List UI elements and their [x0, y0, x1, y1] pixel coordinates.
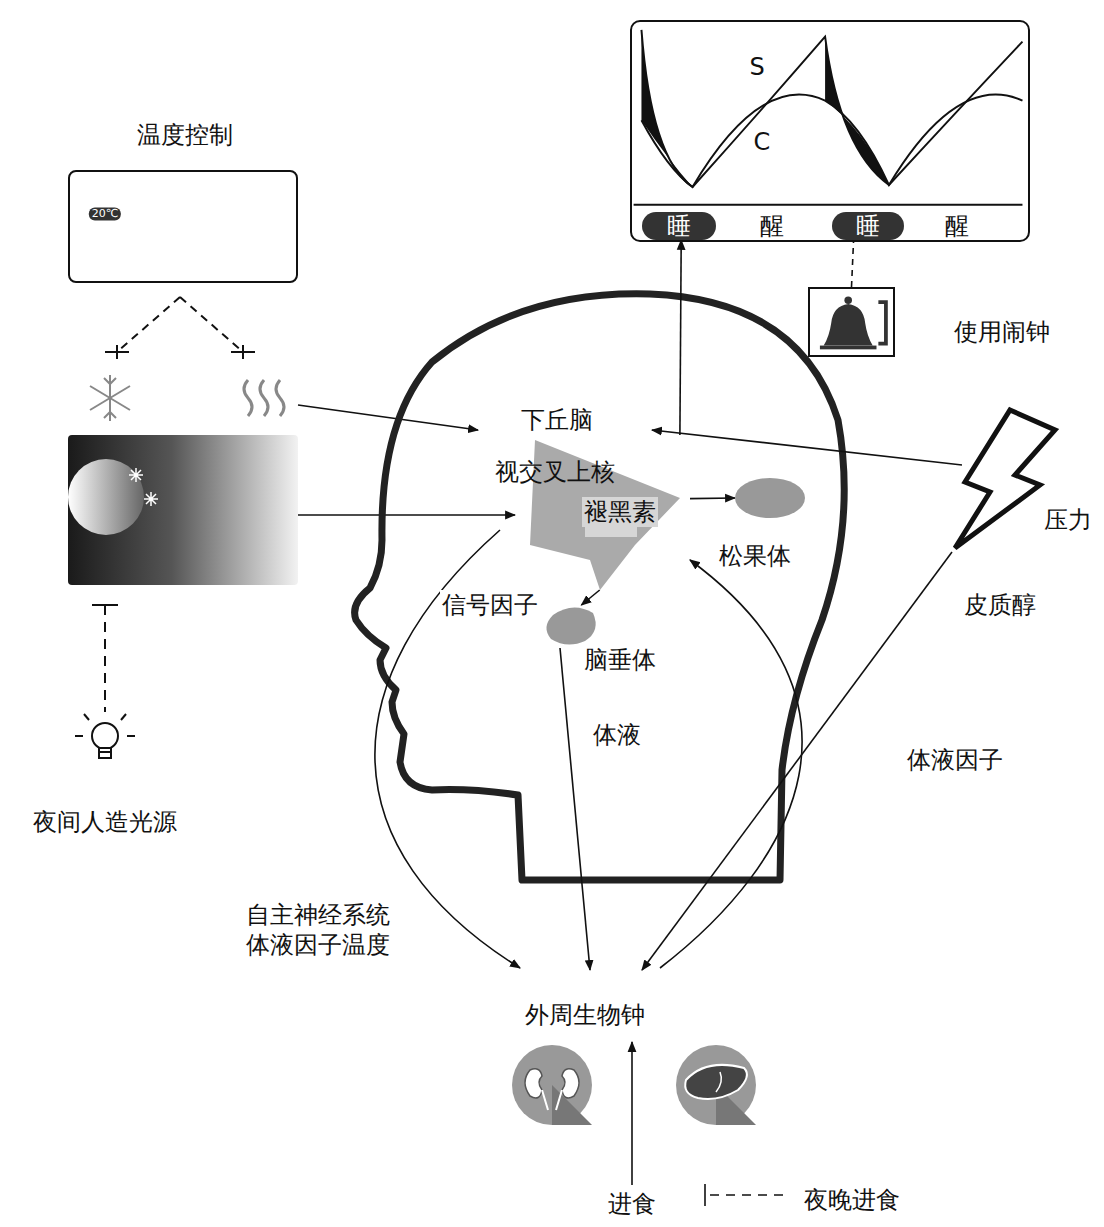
liver-icon: [676, 1045, 756, 1125]
text-label: 下丘脑: [519, 405, 595, 435]
sleep-band: 睡: [642, 212, 716, 240]
control-lines: [105, 297, 255, 359]
text-label: 体液因子: [905, 745, 1005, 775]
curve-label: S: [749, 53, 764, 82]
pituitary-gland: 脑垂体: [545, 605, 597, 645]
text-label: 夜晚进食: [802, 1185, 902, 1215]
connector: [680, 240, 681, 435]
connector: [852, 240, 854, 287]
sleep-chart-shape: [632, 22, 1028, 240]
pituitary-gland-shape: [545, 605, 597, 645]
light-bulb: [75, 605, 135, 758]
band-label: 睡: [667, 212, 691, 241]
structure-name: 松果体: [719, 542, 791, 571]
temperature-reading: 20℃: [89, 207, 121, 220]
text-label: 自主神经系统 体液因子温度: [241, 900, 395, 960]
text-label: 进食: [606, 1189, 658, 1219]
text-label: 皮质醇: [962, 590, 1038, 620]
structure-name: 视交叉上核: [495, 458, 615, 487]
wake-band: 醒: [747, 212, 797, 240]
edge-label: 褪黑素: [582, 497, 658, 527]
structure-name: 脑垂体: [584, 646, 656, 675]
text-label: 外周生物钟: [523, 1000, 647, 1030]
snowflake: [90, 375, 130, 421]
pineal-outline: [735, 478, 805, 518]
bell: [824, 304, 873, 345]
band-label: 醒: [945, 212, 969, 241]
s-curve: [641, 30, 1022, 187]
stress-lightning: [955, 410, 1055, 548]
wake-band: 醒: [932, 212, 982, 240]
box-caption: 使用闹钟: [954, 318, 1050, 347]
band-divider: [634, 204, 1023, 206]
connector: [690, 497, 735, 499]
input-arrows: [298, 405, 515, 515]
text-label: 压力: [1042, 505, 1094, 535]
band-label: 睡: [856, 212, 880, 241]
sleep-band: 睡: [832, 212, 904, 240]
text-label: 夜间人造光源: [31, 807, 179, 837]
heat-waves: [244, 380, 284, 416]
c-curve: [641, 95, 1022, 187]
stars: [129, 468, 158, 506]
connector: [581, 590, 599, 605]
bell-base: [820, 346, 877, 350]
handset: [878, 302, 886, 343]
bell-top: [844, 297, 852, 305]
sleep-fill: [641, 30, 692, 187]
band-label: 醒: [760, 212, 784, 241]
body-arrows: [375, 430, 962, 1206]
moon: [68, 459, 144, 535]
alarm-box-shape: [810, 289, 893, 355]
sleep-fill: [825, 37, 889, 185]
pineal-gland: 松果体: [735, 478, 805, 518]
pituitary-outline: [546, 607, 595, 644]
pineal-gland-shape: [735, 478, 805, 518]
head-outline: [355, 294, 845, 880]
text-label: 体液: [591, 720, 643, 750]
alarm-box: 使用闹钟: [808, 287, 895, 357]
box-heading: 温度控制: [137, 121, 233, 150]
kidney-icon: [512, 1045, 592, 1125]
day-night-panel: [68, 435, 298, 585]
sleep-chart: S C 睡 醒 睡 醒: [630, 20, 1030, 242]
edge-label: 信号因子: [440, 590, 540, 620]
curve-label: C: [754, 128, 771, 157]
thermostat-box: 温度控制20℃: [68, 170, 298, 283]
